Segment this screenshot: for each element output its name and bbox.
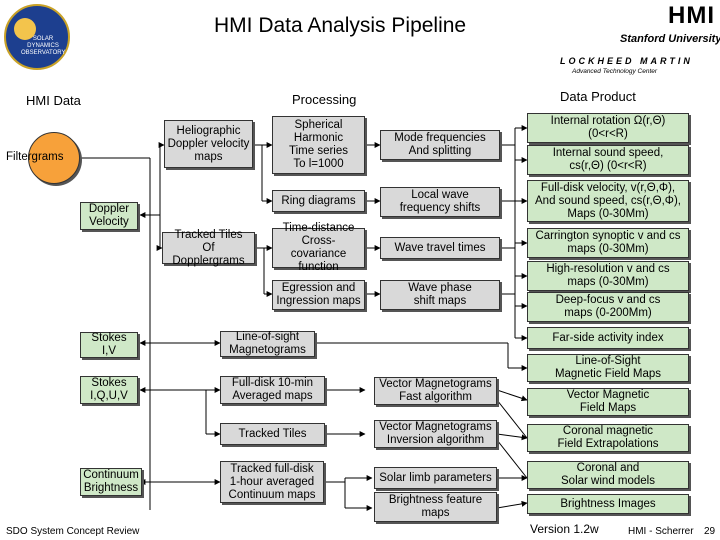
product-far-side: Far-side activity index — [527, 327, 689, 349]
footer-version: Version 1.2w — [530, 522, 599, 536]
spherical-harmonic-box: Spherical Harmonic Time series To l=1000 — [272, 116, 365, 174]
lockheed-subbrand: Advanced Technology Center — [572, 68, 658, 75]
product-brightness-images: Brightness Images — [527, 494, 689, 514]
los-magnetograms-box: Line-of-sight Magnetograms — [220, 331, 315, 357]
footer-page-number: 29 — [704, 526, 716, 537]
product-internal-sound-label: Internal sound speed, cs(r,Θ) (0<r<R) — [552, 147, 664, 172]
fulldisk-10min-box: Full-disk 10-min Averaged maps — [220, 376, 325, 404]
tracked-tiles-box: Tracked Tiles — [220, 423, 325, 445]
product-coronal-extrap: Coronal magnetic Field Extrapolations — [527, 424, 689, 452]
sdo-logo-sun — [14, 18, 36, 40]
product-fulldisk-velocity: Full-disk velocity, v(r,Θ,Φ), And sound … — [527, 180, 689, 222]
product-high-resolution-label: High-resolution v and cs maps (0-30Mm) — [546, 263, 670, 288]
connector-to-brightness-images — [496, 500, 528, 509]
vector-fast-box: Vector Magnetograms Fast algorithm — [374, 377, 497, 405]
vector-inversion-box: Vector Magnetograms Inversion algorithm — [374, 420, 497, 448]
connector-to-vector-field — [496, 389, 528, 402]
product-brightness-images-label: Brightness Images — [560, 497, 656, 510]
continuum-brightness-box: Continuum Brightness — [80, 468, 142, 496]
mode-frequencies-box: Mode frequencies And splitting — [380, 130, 500, 160]
connector-to-coronal-extrap — [496, 433, 528, 441]
local-wave-box: Local wave frequency shifts — [380, 187, 500, 217]
connector-cross-2 — [496, 439, 528, 479]
header-data-product: Data Product — [560, 89, 636, 104]
sdo-logo: SOLAR DYNAMICS OBSERVATORY — [4, 4, 70, 70]
product-internal-sound: Internal sound speed, cs(r,Θ) (0<r<R) — [527, 145, 689, 175]
solar-limb-box: Solar limb parameters — [374, 467, 497, 489]
product-coronal-wind-label: Coronal and Solar wind models — [561, 462, 655, 487]
brightness-feature-box: Brightness feature maps — [374, 492, 497, 522]
product-los-field-maps-label: Line-of-Sight Magnetic Field Maps — [554, 355, 662, 380]
product-vector-field-maps: Vector Magnetic Field Maps — [527, 388, 689, 416]
connector-cross-1 — [496, 399, 528, 439]
wave-travel-box: Wave travel times — [380, 237, 500, 259]
product-fulldisk-velocity-label: Full-disk velocity, v(r,Θ,Φ), And sound … — [535, 181, 681, 220]
doppler-velocity-box: Doppler Velocity — [80, 202, 138, 230]
helio-doppler-box: Heliographic Doppler velocity maps — [164, 120, 253, 168]
product-los-field-maps: Line-of-Sight Magnetic Field Maps — [527, 354, 689, 382]
tracked-tiles-doppler-box: Tracked Tiles Of Dopplergrams — [162, 229, 255, 267]
footer-review: SDO System Concept Review — [6, 526, 140, 537]
footer-author: HMI - Scherrer — [628, 526, 694, 537]
product-high-resolution: High-resolution v and cs maps (0-30Mm) — [527, 261, 689, 291]
filtergrams-node — [28, 132, 80, 184]
product-vector-field-maps-label: Vector Magnetic Field Maps — [566, 389, 650, 414]
filtergrams-label: Filtergrams — [6, 151, 64, 163]
product-coronal-extrap-label: Coronal magnetic Field Extrapolations — [557, 425, 659, 450]
egression-box: Egression and Ingression maps — [272, 280, 365, 310]
wave-phase-box: Wave phase shift maps — [380, 280, 500, 310]
page-title: HMI Data Analysis Pipeline — [214, 14, 467, 37]
sdo-logo-text: SOLAR DYNAMICS OBSERVATORY — [21, 35, 66, 56]
header-hmi-data: HMI Data — [26, 93, 81, 108]
product-deep-focus-label: Deep-focus v and cs maps (0-200Mm) — [555, 294, 661, 319]
ring-diagrams-box: Ring diagrams — [272, 190, 365, 212]
stokes-iv-box: Stokes I,V — [80, 332, 138, 358]
hmi-brand: HMI — [668, 2, 715, 29]
product-carrington-label: Carrington synoptic v and cs maps (0-30M… — [535, 230, 681, 255]
product-internal-rotation-label: Internal rotation Ω(r,Θ) (0<r<R) — [550, 115, 666, 140]
product-coronal-wind: Coronal and Solar wind models — [527, 461, 689, 489]
header-processing: Processing — [292, 92, 357, 107]
stokes-iquv-box: Stokes I,Q,U,V — [80, 376, 138, 404]
stanford-brand: Stanford University — [620, 33, 720, 45]
product-internal-rotation: Internal rotation Ω(r,Θ) (0<r<R) — [527, 113, 689, 143]
product-deep-focus: Deep-focus v and cs maps (0-200Mm) — [527, 292, 689, 322]
tracked-fulldisk-box: Tracked full-disk 1-hour averaged Contin… — [220, 461, 324, 503]
product-carrington: Carrington synoptic v and cs maps (0-30M… — [527, 228, 689, 258]
product-far-side-label: Far-side activity index — [552, 331, 664, 344]
lockheed-brand: LOCKHEED MARTIN — [560, 56, 693, 66]
time-distance-box: Time-distance Cross-covariance function — [272, 222, 365, 273]
